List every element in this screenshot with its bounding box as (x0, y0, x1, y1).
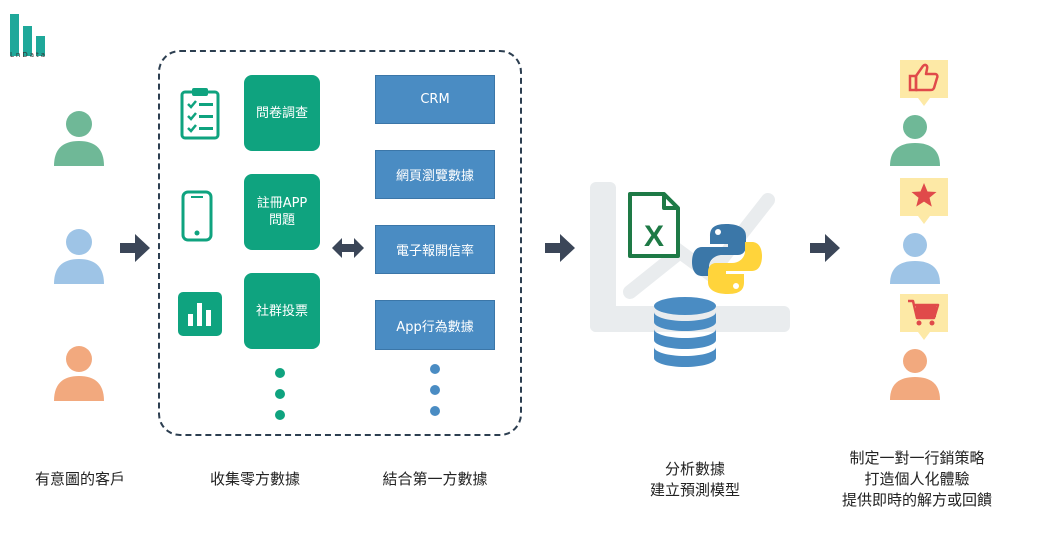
first-party-label: 網頁瀏覽數據 (395, 169, 474, 184)
zero-party-label: 問卷調查 (255, 105, 308, 121)
caption-analyze-line2: 建立預測模型 (649, 481, 740, 499)
ellipsis-dot (275, 368, 285, 378)
caption-output-line3: 提供即時的解方或回饋 (841, 491, 992, 509)
person-icon-blue (54, 229, 104, 284)
bar-chart-icon (178, 292, 222, 336)
caption-customers: 有意圖的客戶 (34, 470, 125, 488)
caption-output: 制定一對一行銷策略 打造個人化體驗 提供即時的解方或回饋 (812, 448, 1022, 511)
person-icon-orange (890, 349, 940, 400)
caption-collect: 收集零方數據 (209, 470, 300, 488)
phone-icon (181, 190, 213, 242)
zero-party-label: 社群投票 (255, 303, 308, 319)
first-party-label: 電子報開信率 (395, 244, 474, 259)
ellipsis-dot (275, 410, 285, 420)
arrow-right-icon (810, 234, 840, 262)
cart-icon (900, 294, 948, 340)
first-party-box-newsletter: 電子報開信率 (375, 225, 495, 274)
logo-text: LnData (10, 51, 48, 59)
zero-party-box-survey: 問卷調查 (244, 75, 320, 151)
person-icon-orange (54, 346, 104, 401)
caption-combine: 結合第一方數據 (382, 470, 488, 488)
first-party-box-app: App行為數據 (375, 300, 495, 350)
caption-output-line2: 打造個人化體驗 (864, 470, 970, 488)
caption-analyze-line1: 分析數據 (664, 460, 725, 478)
person-icon-green (890, 115, 940, 166)
double-arrow-icon (332, 238, 364, 258)
zero-party-label: 註冊APP (256, 196, 308, 211)
first-party-box-web: 網頁瀏覽數據 (375, 150, 495, 199)
ellipsis-dot (275, 389, 285, 399)
caption-analyze: 分析數據 建立預測模型 (620, 459, 770, 501)
person-icon-green (54, 111, 104, 166)
data-collection-group (158, 50, 522, 436)
python-icon (692, 224, 762, 294)
ellipsis-dot (430, 385, 440, 395)
star-icon (900, 178, 948, 224)
zero-party-label-line2: 問題 (268, 213, 295, 228)
arrow-right-icon (545, 234, 575, 262)
thumbs-up-icon (900, 60, 948, 106)
excel-icon: X (628, 192, 680, 258)
first-party-label: CRM (420, 92, 450, 107)
arrow-right-icon (120, 234, 150, 262)
database-icon (654, 297, 716, 367)
ellipsis-dot (430, 364, 440, 374)
ellipsis-dot (430, 406, 440, 416)
first-party-label: App行為數據 (396, 319, 474, 335)
svg-text:X: X (644, 220, 664, 253)
zero-party-box-app-signup: 註冊APP 問題 (244, 174, 320, 250)
first-party-box-crm: CRM (375, 75, 495, 124)
zero-party-box-social-poll: 社群投票 (244, 273, 320, 349)
person-icon-blue (890, 233, 940, 284)
caption-output-line1: 制定一對一行銷策略 (849, 449, 985, 467)
checklist-icon (180, 88, 220, 140)
logo-icon (10, 14, 45, 56)
